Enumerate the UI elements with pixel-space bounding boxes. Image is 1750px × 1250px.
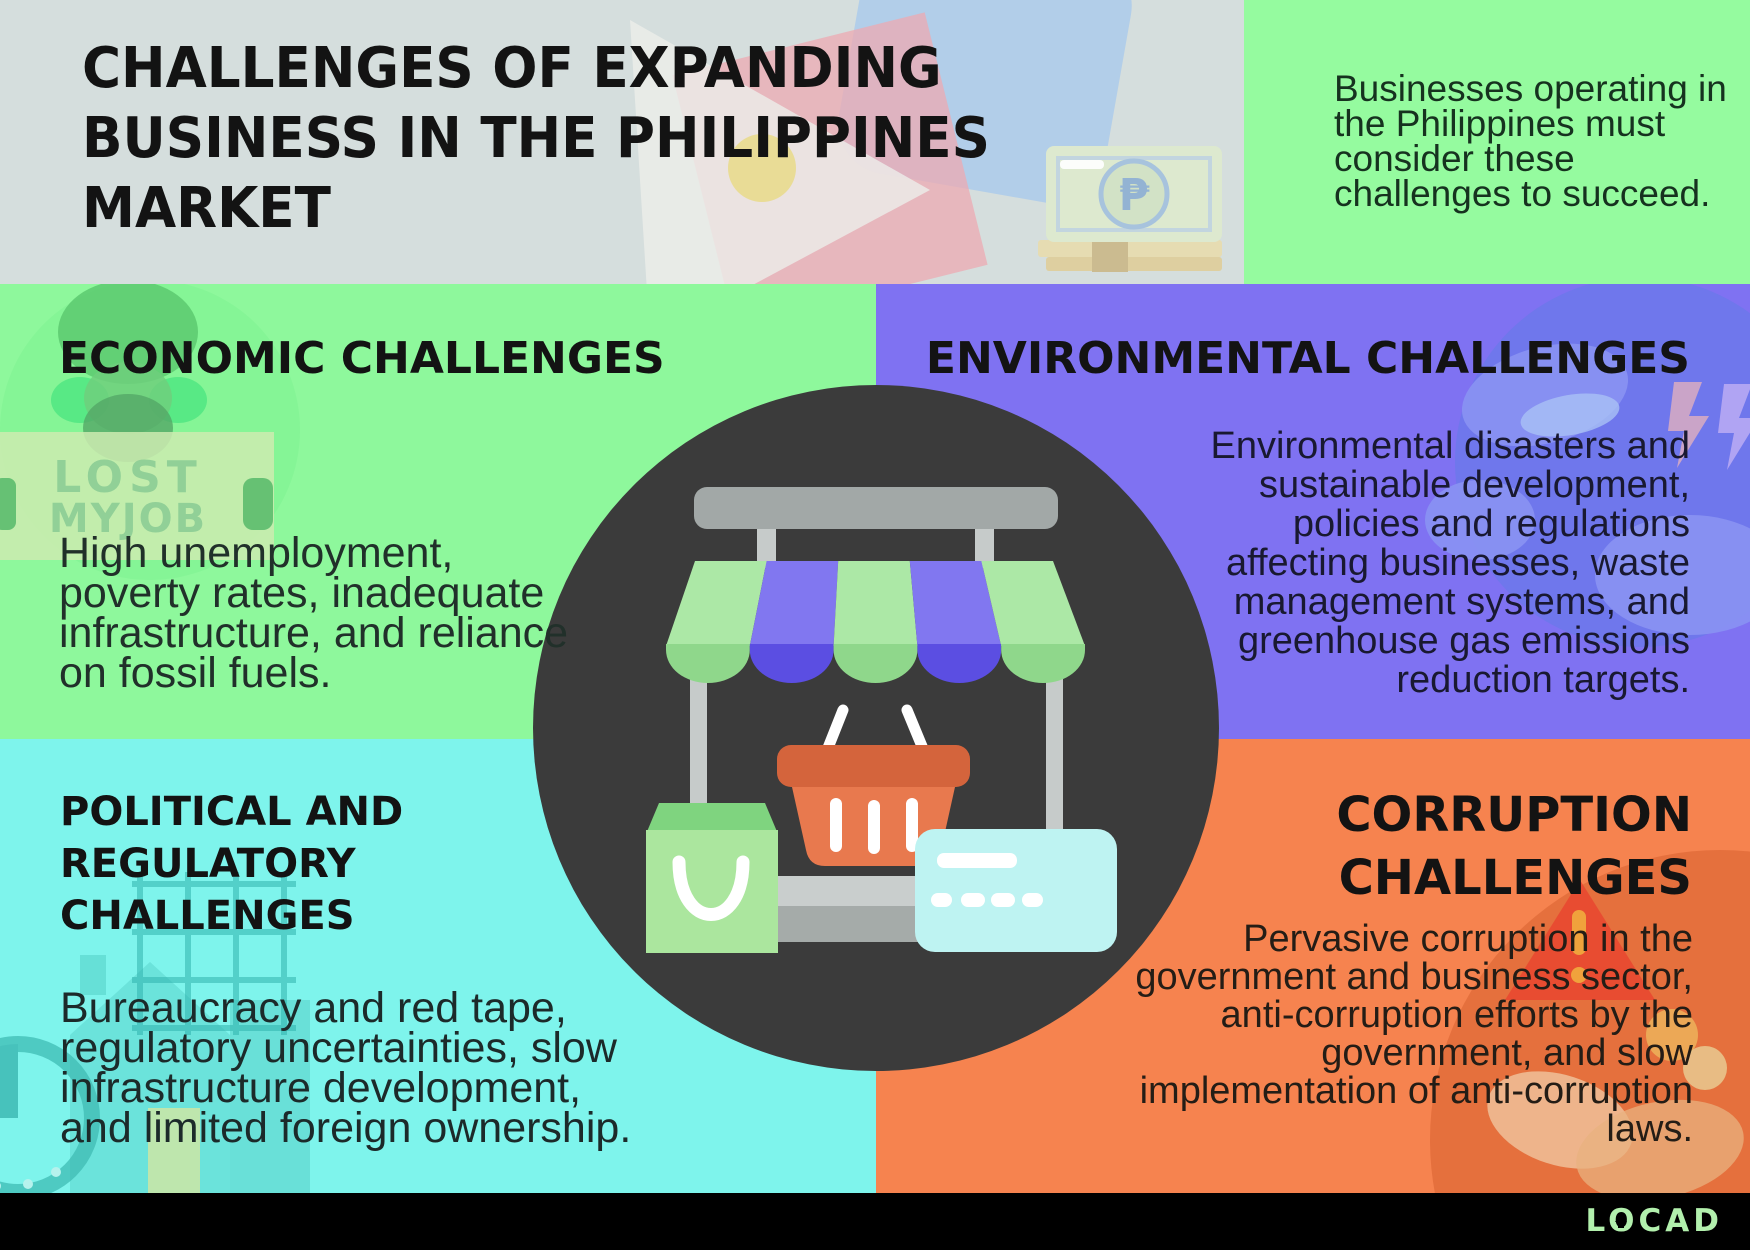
sign-text-line2: MYJOB <box>49 496 207 542</box>
scaffold-grid <box>132 872 296 1035</box>
footer-bar: LOCAD <box>0 1193 1750 1250</box>
economic-body: High unemployment, poverty rates, inadeq… <box>59 529 569 697</box>
political-heading: POLITICAL AND REGULATORY CHALLENGES <box>60 789 404 939</box>
page-title: CHALLENGES OF EXPANDING BUSINESS IN THE … <box>82 36 990 241</box>
clock-icon <box>0 1036 100 1193</box>
lightning-bolt-icon <box>1718 384 1750 470</box>
logo-up-arrow-icon <box>1614 1213 1627 1222</box>
intro-text: Businesses operating in the Philippines … <box>1334 68 1727 214</box>
economic-heading: ECONOMIC CHALLENGES <box>59 333 665 384</box>
peso-bill-icon: ₱ <box>1038 146 1222 272</box>
intro-panel <box>1244 0 1750 284</box>
jobless-man-art: LOST MYJOB <box>0 284 300 580</box>
corruption-art <box>1430 850 1750 1193</box>
lost-my-job-sign <box>0 432 274 560</box>
political-body: Bureaucracy and red tape, regulatory unc… <box>60 984 632 1152</box>
philippine-flag-art: ₱ <box>630 0 1222 284</box>
environmental-heading: ENVIRONMENTAL CHALLENGES <box>925 333 1690 384</box>
corruption-heading: CORRUPTION CHALLENGES <box>1336 787 1692 906</box>
sign-text-line1: LOST <box>53 452 203 503</box>
lightning-bolt-icon <box>1668 382 1709 468</box>
shopping-basket-icon <box>777 704 970 866</box>
globe-storm-art <box>1425 284 1750 647</box>
construction-art <box>0 872 310 1193</box>
awning-icon <box>666 561 1085 683</box>
corruption-body: Pervasive corruption in the government a… <box>1135 918 1693 1150</box>
sun-icon <box>728 134 796 202</box>
logo-up-arrow-stem <box>1617 1221 1624 1228</box>
environmental-body: Environmental disasters and sustainable … <box>1210 425 1690 701</box>
credit-card-icon <box>915 829 1117 952</box>
shopping-bag-icon <box>646 803 778 953</box>
locad-logo: LOCAD <box>1586 1193 1723 1250</box>
locad-wordmark: LOCAD <box>1585 1203 1723 1239</box>
market-stall-illustration <box>533 385 1219 1071</box>
peso-symbol: ₱ <box>1119 170 1150 221</box>
